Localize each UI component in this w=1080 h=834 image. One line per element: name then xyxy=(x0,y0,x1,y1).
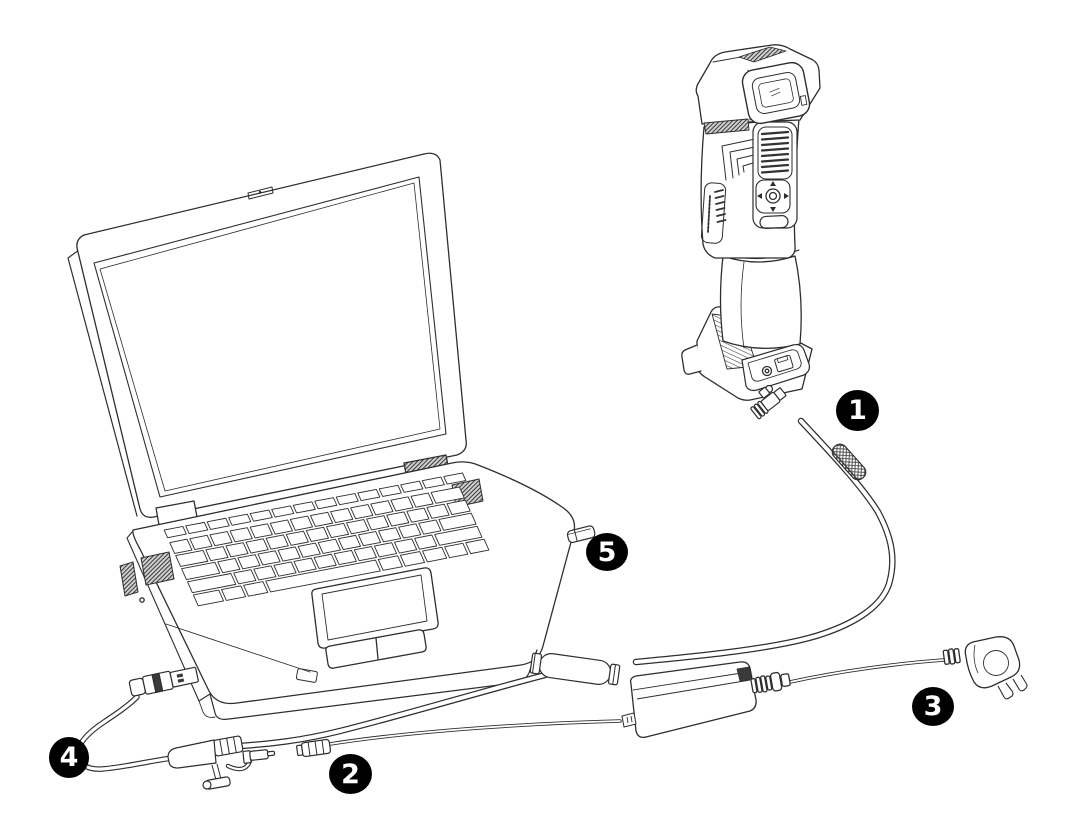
callout-badge-5: 5 xyxy=(586,533,628,571)
dpad-buttons xyxy=(757,181,789,212)
cable-splitter xyxy=(168,736,275,790)
wall-plug-illustration xyxy=(943,637,1027,699)
dc-power-connector xyxy=(296,739,331,757)
callout-badge-4: 4 xyxy=(49,737,89,778)
scanner-illustration xyxy=(682,45,820,400)
usb-dongle xyxy=(567,525,596,543)
usb-connector xyxy=(129,666,199,698)
scanner-cable xyxy=(240,421,892,746)
laptop-illustration xyxy=(68,153,575,719)
usb-cable xyxy=(78,697,250,769)
callout-badge-2: 2 xyxy=(329,754,372,794)
ac-power-cables xyxy=(330,660,944,744)
scanner-cable-connector xyxy=(750,386,868,483)
keyboard xyxy=(164,473,489,606)
power-adapter-illustration xyxy=(622,662,791,738)
callout-badge-1: 1 xyxy=(836,390,879,431)
inline-cable-connector xyxy=(530,651,620,687)
ethernet-port xyxy=(774,355,793,372)
callout-badge-3: 3 xyxy=(912,687,954,726)
